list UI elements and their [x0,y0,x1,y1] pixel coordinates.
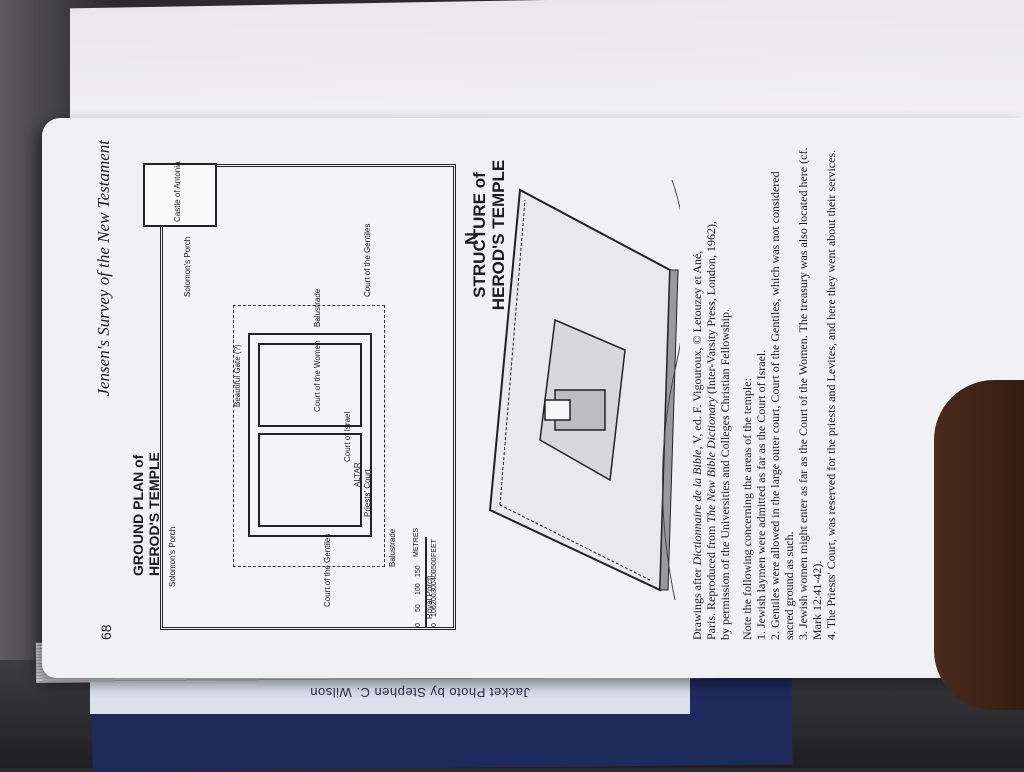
label-balustrade-right: Balustrade [313,288,322,327]
ground-plan-diagram: Royal Porch Court of the Gentiles Balust… [143,161,456,630]
caption-line2-a: Paris. Reproduced from [704,522,718,640]
notes-intro: Note the following concerning the areas … [740,378,754,640]
caption-line2-b: (Inter-Varsity Press, London, 1962), [704,220,718,398]
label-beautiful-gate: Beautiful Gate (?) [233,344,242,407]
figure-caption: Drawings after Dictionnaire de la Bible,… [690,140,732,640]
page-number: 68 [98,624,114,640]
scale-metres-tick: 50 [415,604,422,612]
note-item: 1. Jewish laymen were admitted as far as… [754,349,768,640]
temple-notes: Note the following concerning the areas … [740,140,838,640]
caption-line3: by permission of the Universities and Co… [718,309,732,640]
scale-metres-tick: 100 [415,583,422,595]
scale-feet-tick: 100 [431,605,438,617]
temple-structure-drawing [488,180,680,600]
label-altar: ALTAR [353,462,362,487]
label-court-of-women: Court of the Women [313,340,322,412]
note-item: 4. The Priests' Court, was reserved for … [824,149,838,640]
page-content: 68 Jensen's Survey of the New Testament … [90,140,910,640]
label-solomons-porch-right: Solomon's Porch [183,236,192,297]
note-item: 2. Gentiles were allowed in the large ou… [768,171,796,640]
jacket-credit: Jacket Photo by Stephen C. Wilson [309,685,530,700]
scale-metres-tick: 0 [415,623,422,627]
label-castle-antonia: Castle of Antonia [173,161,182,222]
scale-feet-label: FEET [431,539,438,557]
scale-feet-tick: 500 [431,557,438,569]
scale-feet-tick: 200 [431,593,438,605]
caption-line1-b: , V, ed. F. Vigouroux, © Letouzey et Ané… [690,250,704,450]
structure-title: STRUCTURE of HEROD'S TEMPLE [470,150,508,320]
scale-metres-label: METRES [413,527,420,557]
structure-title-line2: HEROD'S TEMPLE [489,159,508,311]
caption-line1-a: Drawings after [690,565,704,640]
hand-holding-book [934,380,1024,710]
scale-bar [425,537,427,627]
scale-feet-tick: 400 [431,569,438,581]
caption-line1-italic: Dictionnaire de la Bible [690,449,704,566]
running-head-title: Jensen's Survey of the New Testament [94,140,113,397]
scale-feet-tick: 300 [431,581,438,593]
label-court-of-israel: Court of Israel [343,411,352,462]
structure-title-line1: STRUCTURE of [470,172,489,298]
plan-scale: METRES FEET 0 50 100 150 0 100 200 300 4… [413,517,443,627]
label-balustrade-left: Balustrade [388,528,397,567]
scale-feet-tick: 0 [431,623,438,627]
label-court-gentiles-left: Court of the Gentiles [323,533,332,607]
label-priests-court: Priests' Court [363,469,372,517]
ground-plan-title-line1: GROUND PLAN of [130,454,146,576]
running-head: 68 Jensen's Survey of the New Testament [90,140,120,640]
caption-line2-italic: The New Bible Dictionary [704,397,718,523]
scale-metres-tick: 150 [415,565,422,577]
label-solomons-porch-left: Solomon's Porch [168,526,177,587]
note-item: 3. Jewish women might enter as far as th… [796,147,824,640]
label-court-gentiles-right: Court of the Gentiles [363,223,372,297]
ground-plan-title: GROUND PLAN of HEROD'S TEMPLE [130,446,162,576]
